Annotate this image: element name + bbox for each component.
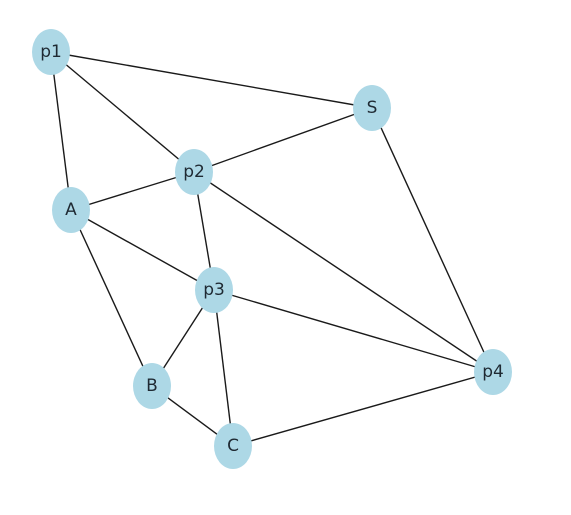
edge-p1-p2 bbox=[50, 51, 195, 173]
node-label-p1: p1 bbox=[40, 42, 62, 62]
node-circle-p2 bbox=[175, 149, 213, 195]
node-p3: p3 bbox=[195, 267, 233, 313]
edge-p2-A bbox=[70, 171, 195, 211]
edge-p1-A bbox=[50, 51, 72, 211]
edge-p2-p4 bbox=[193, 171, 494, 373]
node-circle-C bbox=[214, 423, 252, 469]
edge-p3-C bbox=[213, 289, 234, 447]
node-label-B: B bbox=[146, 376, 158, 396]
node-circle-S bbox=[353, 85, 391, 131]
node-label-S: S bbox=[367, 98, 378, 118]
edge-p1-S bbox=[50, 51, 373, 109]
node-B: B bbox=[133, 363, 171, 409]
node-circle-B bbox=[133, 363, 171, 409]
node-circle-p4 bbox=[474, 349, 512, 395]
node-circle-p1 bbox=[32, 29, 70, 75]
node-label-p2: p2 bbox=[183, 162, 205, 182]
node-label-A: A bbox=[65, 200, 77, 220]
node-S: S bbox=[353, 85, 391, 131]
node-p2: p2 bbox=[175, 149, 213, 195]
node-label-p4: p4 bbox=[482, 362, 504, 382]
node-C: C bbox=[214, 423, 252, 469]
node-label-p3: p3 bbox=[203, 280, 225, 300]
edge-S-p4 bbox=[371, 107, 494, 373]
edge-S-p2 bbox=[193, 107, 373, 173]
edge-A-B bbox=[70, 209, 153, 387]
edges-layer bbox=[50, 51, 494, 447]
edge-p3-p4 bbox=[213, 289, 494, 373]
node-circle-p3 bbox=[195, 267, 233, 313]
edge-A-p3 bbox=[70, 209, 215, 291]
node-label-C: C bbox=[227, 436, 239, 456]
node-circle-A bbox=[52, 187, 90, 233]
node-A: A bbox=[52, 187, 90, 233]
node-p4: p4 bbox=[474, 349, 512, 395]
edge-C-p4 bbox=[232, 371, 494, 447]
node-p1: p1 bbox=[32, 29, 70, 75]
